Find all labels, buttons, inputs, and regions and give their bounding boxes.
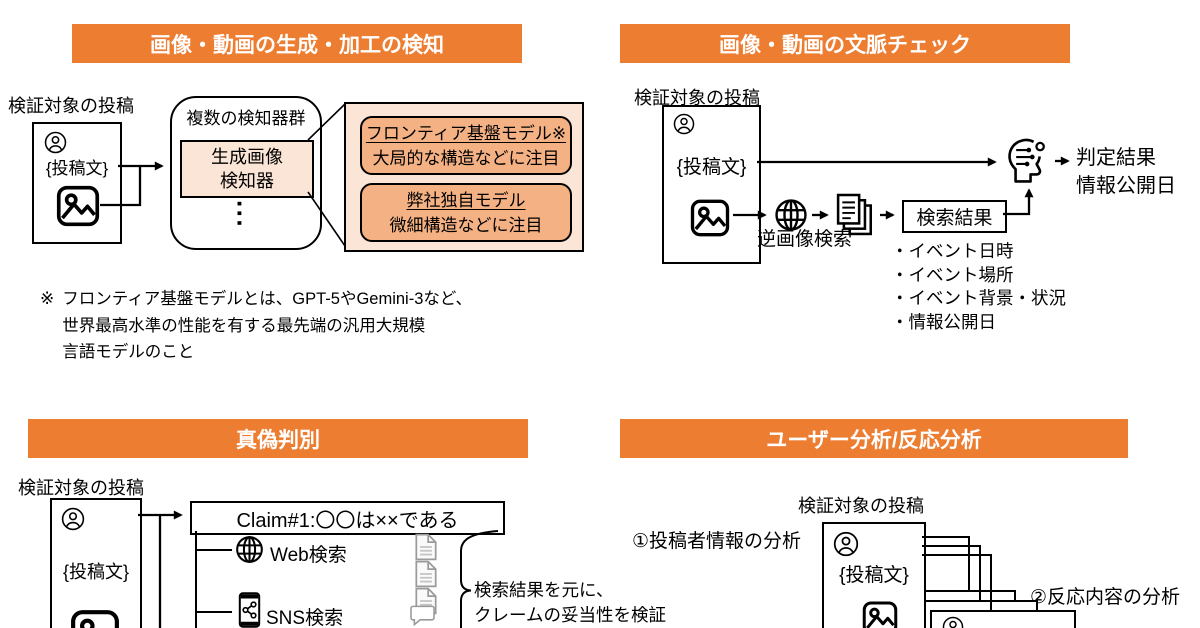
detection-title: 画像・動画の生成・加工の検知 bbox=[150, 33, 444, 57]
footnote-line-3: 言語モデルのこと bbox=[62, 343, 195, 361]
context-post-box: {投稿文} bbox=[662, 105, 761, 264]
person-icon bbox=[61, 507, 85, 531]
post-text: {投稿文} bbox=[676, 157, 747, 178]
footnote-line-2: 世界最高水準の性能を有する最先端の汎用大規模 bbox=[62, 316, 426, 335]
person-icon bbox=[44, 131, 67, 154]
detector-line-1: 生成画像 bbox=[211, 147, 283, 167]
verification-note-line-1: 検索結果を元に、 bbox=[474, 580, 614, 600]
context-post-label: 検証対象の投稿 bbox=[634, 88, 760, 108]
search-result-item: ・情報公開日 bbox=[891, 311, 996, 332]
context-title: 画像・動画の文脈チェック bbox=[719, 33, 971, 57]
frontier-model-box: フロンティア基盤モデル※ 大局的な構造などに注目 bbox=[360, 116, 572, 175]
judgement-output: 判定結果 情報公開日 bbox=[1076, 144, 1176, 200]
image-icon bbox=[55, 184, 101, 228]
sns-search-label: SNS検索 bbox=[266, 608, 344, 628]
user-analysis-banner: ユーザー分析/反応分析 bbox=[620, 419, 1128, 458]
detection-post-label: 検証対象の投稿 bbox=[8, 96, 134, 116]
search-result-item: ・イベント場所 bbox=[891, 264, 1014, 285]
page-file-icon bbox=[414, 560, 438, 588]
footnote-text: フロンティア基盤モデルとは、GPT-5やGemini-3など、 世界最高水準の性… bbox=[62, 286, 472, 366]
search-result-items: ・イベント日時 ・イベント場所 ・イベント背景・状況 ・情報公開日 bbox=[891, 240, 1066, 334]
proprietary-model-title: 弊社独自モデル bbox=[406, 190, 526, 210]
ai-head-icon bbox=[1004, 137, 1051, 184]
factcheck-title: 真偽判別 bbox=[236, 428, 320, 452]
image-icon bbox=[68, 608, 122, 628]
reaction-analysis-label: ②反応内容の分析 bbox=[1030, 587, 1181, 608]
factcheck-post-box: {投稿文} bbox=[50, 498, 142, 628]
globe-icon bbox=[235, 535, 264, 564]
generated-image-detector-box: 生成画像 検知器 bbox=[180, 140, 314, 198]
claim-box: Claim#1:〇〇は××である bbox=[190, 501, 505, 535]
context-banner: 画像・動画の文脈チェック bbox=[620, 24, 1070, 63]
search-result-label: 検索結果 bbox=[916, 208, 993, 229]
factcheck-post-label: 検証対象の投稿 bbox=[18, 478, 144, 498]
image-icon bbox=[860, 600, 900, 628]
user-analysis-post-label: 検証対象の投稿 bbox=[798, 496, 924, 516]
person-icon bbox=[942, 616, 964, 628]
frontier-model-desc: 大局的な構造などに注目 bbox=[372, 148, 560, 168]
model-callout-panel: フロンティア基盤モデル※ 大局的な構造などに注目 弊社独自モデル 微細構造などに… bbox=[344, 102, 584, 252]
post-text: {投稿文} bbox=[62, 562, 130, 582]
footnote-line-1: フロンティア基盤モデルとは、GPT-5やGemini-3など、 bbox=[62, 290, 473, 308]
reply-card-front bbox=[930, 610, 1076, 628]
verification-note: 検索結果を元に、 クレームの妥当性を検証 bbox=[474, 578, 666, 628]
smartphone-sns-icon bbox=[238, 592, 261, 628]
reverse-image-search-label: 逆画像検索 bbox=[757, 229, 853, 250]
frontier-model-footnote: ※ フロンティア基盤モデルとは、GPT-5やGemini-3など、 世界最高水準… bbox=[40, 286, 472, 366]
proprietary-model-box: 弊社独自モデル 微細構造などに注目 bbox=[360, 183, 572, 242]
proprietary-model-desc: 微細構造などに注目 bbox=[389, 215, 543, 235]
judgement-result-label: 判定結果 bbox=[1076, 147, 1156, 169]
claim-text: Claim#1:〇〇は××である bbox=[236, 509, 459, 532]
search-result-box: 検索結果 bbox=[902, 200, 1007, 233]
post-text: {投稿文} bbox=[839, 565, 909, 586]
user-analysis-title: ユーザー分析/反応分析 bbox=[766, 428, 982, 452]
detection-post-box: {投稿文} bbox=[32, 122, 122, 244]
search-result-item: ・イベント背景・状況 bbox=[891, 288, 1066, 308]
frontier-model-title: フロンティア基盤モデル※ bbox=[365, 123, 567, 143]
post-text: {投稿文} bbox=[45, 159, 109, 178]
image-icon bbox=[689, 198, 731, 238]
person-icon bbox=[673, 113, 695, 135]
search-result-item: ・イベント日時 bbox=[891, 241, 1014, 261]
person-icon bbox=[833, 531, 859, 557]
publication-date-label: 情報公開日 bbox=[1076, 175, 1176, 197]
detector-group-title: 複数の検知器群 bbox=[186, 109, 306, 128]
footnote-mark: ※ bbox=[40, 289, 55, 308]
user-analysis-post-box: {投稿文} bbox=[822, 522, 926, 628]
factcheck-banner: 真偽判別 bbox=[28, 419, 528, 458]
verification-note-line-2: クレームの妥当性を検証 bbox=[474, 605, 666, 625]
more-detectors-dots: ··· bbox=[225, 200, 255, 229]
page-file-icon bbox=[414, 533, 438, 561]
web-search-label: Web検索 bbox=[270, 545, 347, 566]
detection-banner: 画像・動画の生成・加工の検知 bbox=[72, 24, 522, 63]
detector-group-box: 複数の検知器群 生成画像 検知器 ··· bbox=[170, 96, 322, 250]
poster-info-analysis-label: ①投稿者情報の分析 bbox=[632, 531, 802, 552]
detector-line-2: 検知器 bbox=[220, 171, 274, 191]
speech-bubble-icon bbox=[409, 604, 436, 627]
